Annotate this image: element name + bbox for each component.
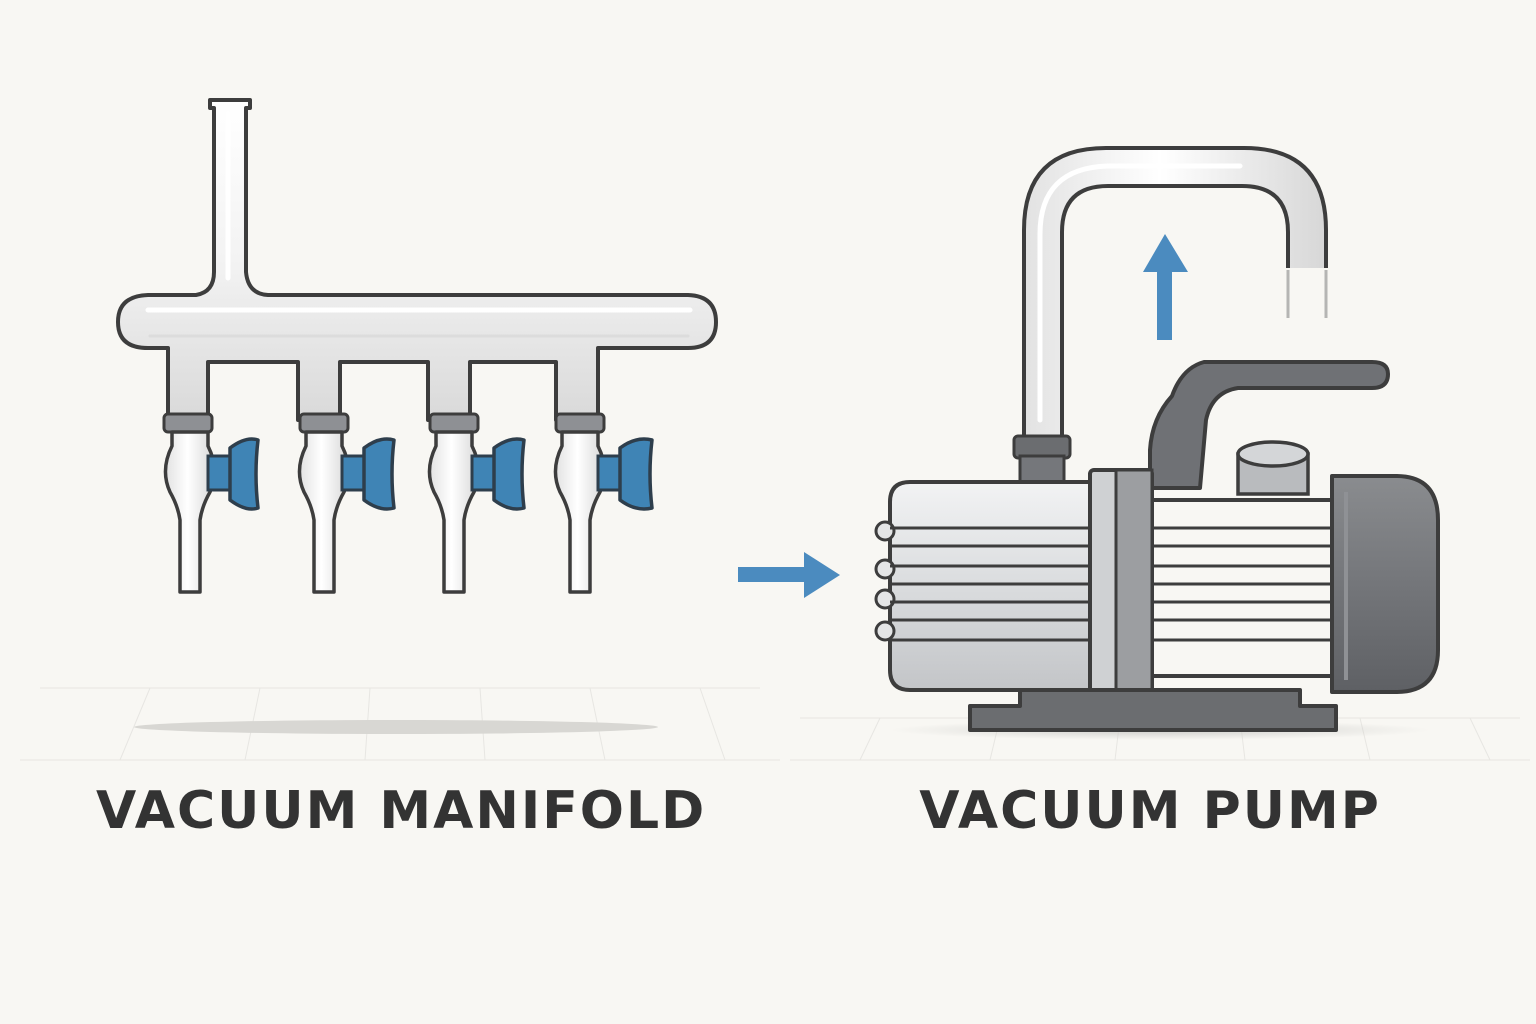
stopcock-icon [553, 412, 654, 594]
pump-body [888, 480, 1122, 692]
manifold-label: VACUUM MANIFOLD [96, 781, 707, 841]
pump-base [968, 688, 1338, 732]
flow-arrow-icon [1143, 234, 1188, 340]
stopcock-3 [427, 412, 526, 594]
stopcock-icon [162, 412, 260, 594]
stopcock-icon [427, 412, 526, 594]
manifold-glass-outline [116, 98, 718, 422]
vacuum-pump-icon [874, 146, 1440, 740]
pump-label: VACUUM PUMP [919, 781, 1381, 841]
pump-motor [1330, 474, 1440, 694]
manifold-shadow [134, 720, 658, 734]
pump-hose [1022, 146, 1328, 444]
flow-arrow-icon [738, 552, 840, 598]
stopcock-icon [297, 412, 396, 594]
pump-handle [1148, 360, 1390, 490]
vacuum-manifold-icon [116, 98, 718, 734]
stopcock-4 [553, 412, 654, 594]
stopcock-2 [297, 412, 396, 594]
stopcock-1 [162, 412, 260, 594]
